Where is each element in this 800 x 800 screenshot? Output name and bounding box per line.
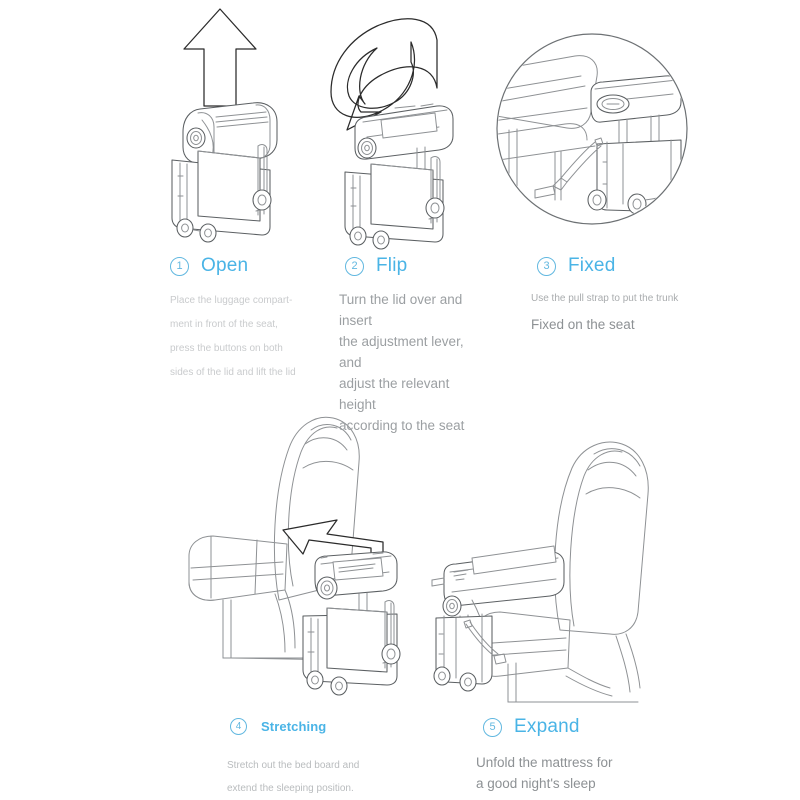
step-3-body: Fixed on the seat: [531, 317, 635, 332]
step-4-body: Stretch out the bed board and extend the…: [227, 760, 360, 794]
step-3-heading: 3 Fixed: [537, 255, 615, 277]
step-1-body: Place the luggage compart- ment in front…: [170, 295, 296, 378]
flip-rotate-arrow-icon: [330, 18, 438, 131]
step-1-illustration: [150, 0, 310, 243]
suitcase-flipped-drawing: [344, 103, 454, 250]
step-2-illustration: [325, 0, 495, 250]
step-5-title: Expand: [514, 716, 580, 737]
step-1-title: Open: [201, 255, 249, 276]
seat-with-bed-board-drawing: [188, 416, 401, 696]
step-5-illustration: [420, 440, 660, 705]
step-5-body: Unfold the mattress for a good night's s…: [476, 755, 613, 791]
step-5-number: 5: [483, 717, 502, 737]
step-2-number: 2: [345, 256, 364, 276]
step-5-heading: 5 Expand: [483, 716, 580, 738]
step-1-number: 1: [170, 256, 189, 276]
seat-with-mattress-unfolded-drawing: [431, 441, 649, 703]
step-2-body: Turn the lid over and insert the adjustm…: [339, 292, 465, 433]
step-3-note: Use the pull strap to put the trunk: [531, 293, 679, 304]
suitcase-open-drawing: [171, 102, 278, 243]
step-2-title: Flip: [376, 255, 408, 276]
step-4-number: 4: [230, 718, 247, 735]
step-3-title: Fixed: [568, 255, 616, 276]
step-2-heading: 2 Flip: [345, 255, 407, 277]
step-1-heading: 1 Open: [170, 255, 248, 277]
step-3-illustration: [495, 32, 690, 227]
step-4-illustration: [175, 408, 420, 703]
step-4-heading: 4 Stretching: [230, 718, 326, 735]
step-4-title: Stretching: [261, 719, 327, 734]
up-arrow-icon: [183, 8, 257, 107]
step-3-number: 3: [537, 256, 556, 276]
